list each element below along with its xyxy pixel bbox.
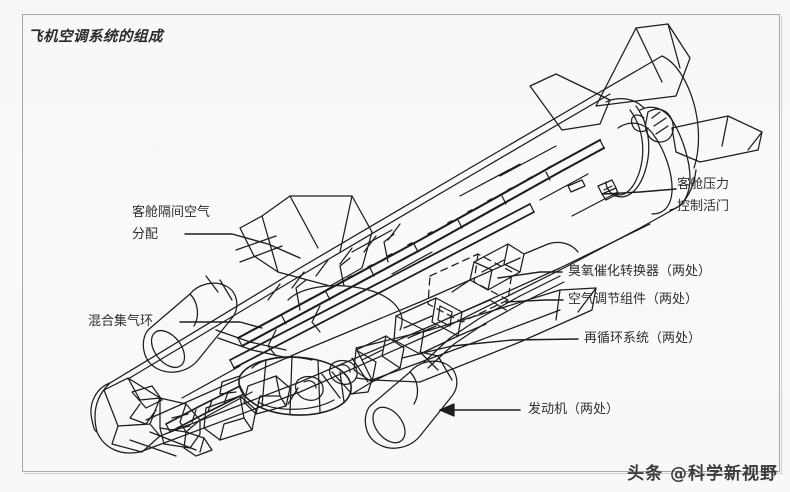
page-title: 飞机空调系统的组成 <box>28 29 163 45</box>
callout-engine: 发动机（两处） <box>528 402 620 417</box>
callout-cabin-pressure-valve-line1: 客舱压力 <box>677 177 730 192</box>
callout-air-conditioning-pack: 空气调节组件（两处） <box>568 292 699 307</box>
callout-cabin-air-distribution-line1: 客舱隔间空气 <box>132 205 211 220</box>
watermark: 头条 @科学新视野 <box>627 464 778 484</box>
callout-cabin-air-distribution: 客舱隔间空气 分配 <box>132 202 210 246</box>
callout-ozone-converter: 臭氧催化转换器（两处） <box>568 264 712 279</box>
callout-recirculation-system: 再循环系统（两处） <box>584 331 702 346</box>
callout-cabin-pressure-valve: 客舱压力 控制活门 <box>677 174 729 218</box>
callout-cabin-air-distribution-line2: 分配 <box>132 227 159 242</box>
callout-mixing-manifold: 混合集气环 <box>88 314 154 329</box>
callout-cabin-pressure-valve-line2: 控制活门 <box>677 199 730 214</box>
diagram-border-frame <box>22 14 780 472</box>
